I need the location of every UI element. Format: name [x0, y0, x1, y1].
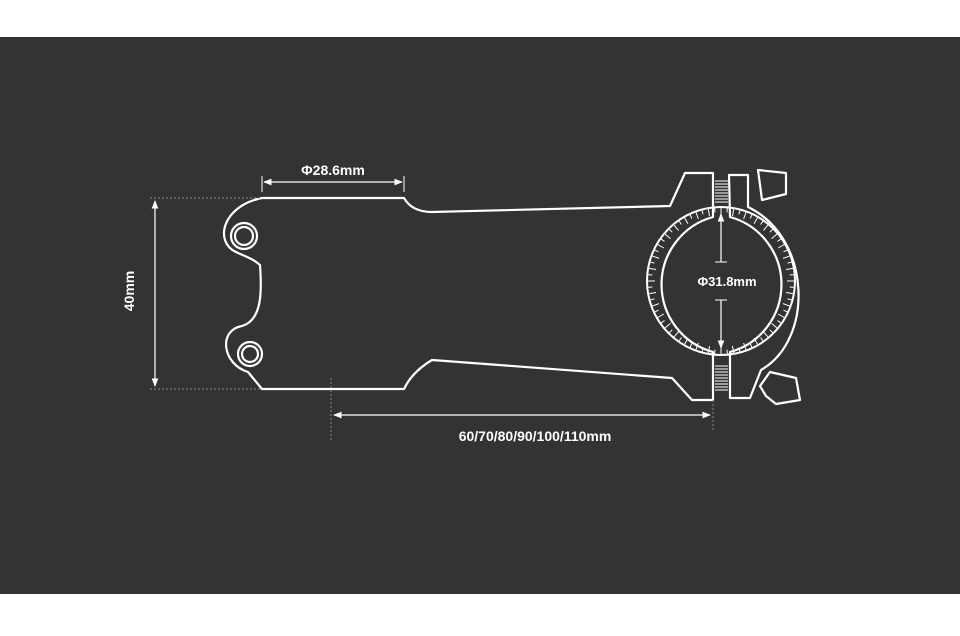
- bore-tick: [701, 347, 704, 353]
- bore-tick: [787, 298, 793, 301]
- upper-steerer-bolt-outer: [229, 221, 259, 251]
- bore-tick: [777, 243, 786, 249]
- upper-bolt-head: [756, 168, 788, 202]
- lower-steerer-bolt-inner: [240, 344, 260, 364]
- bore-tick: [760, 220, 764, 225]
- bore-tick: [683, 216, 689, 225]
- bore-tick: [668, 228, 673, 233]
- bore-tick: [749, 213, 753, 219]
- steerer-diameter-label: Φ28.6mm: [301, 162, 365, 178]
- bore-tick: [771, 323, 779, 329]
- bore-tick: [653, 309, 659, 313]
- bore-tick: [753, 337, 759, 346]
- bore-tick: [760, 337, 764, 342]
- bore-tick: [769, 228, 774, 233]
- stem-outline: [222, 168, 802, 406]
- bore-tick: [689, 343, 693, 349]
- steerer-diameter-dimension: Φ28.6mm: [261, 162, 405, 192]
- bore-tick: [678, 220, 682, 225]
- bore-tick: [783, 249, 789, 253]
- bore-tick: [777, 320, 782, 324]
- clamp-diameter-label: Φ31.8mm: [697, 274, 756, 289]
- bore-tick: [769, 329, 774, 334]
- bore-tick: [673, 223, 679, 231]
- bore-tick: [663, 233, 671, 239]
- dark-panel: [0, 37, 960, 594]
- bore-tick: [656, 243, 665, 249]
- bore-tick: [753, 216, 759, 225]
- bore-tick: [683, 337, 689, 346]
- bore-tick: [689, 213, 693, 219]
- bore-tick: [673, 331, 679, 339]
- bore-tick: [660, 238, 665, 242]
- bore-tick: [738, 209, 741, 215]
- bore-tick: [785, 267, 794, 270]
- bore-tick: [771, 233, 779, 239]
- stack-height-label: 40mm: [121, 271, 137, 311]
- bore-tick: [732, 208, 735, 217]
- bore-tick: [701, 209, 704, 215]
- bore-tick: [695, 342, 699, 351]
- bore-tick: [707, 345, 710, 354]
- bore-tick: [738, 347, 741, 353]
- bore-tick: [668, 329, 673, 334]
- bore-tick: [763, 223, 769, 231]
- bore-tick: [732, 345, 735, 354]
- bore-tick: [651, 303, 660, 307]
- stem-length-dimension: 60/70/80/90/100/110mm: [330, 378, 714, 444]
- bore-tick: [763, 331, 769, 339]
- bore-tick: [785, 292, 794, 295]
- stem-body: [222, 171, 715, 402]
- stem-length-label: 60/70/80/90/100/110mm: [459, 428, 612, 444]
- bore-tick: [782, 255, 791, 259]
- bore-tick: [648, 292, 657, 295]
- bore-tick: [782, 303, 791, 307]
- bore-tick: [787, 261, 793, 264]
- bore-tick: [648, 267, 657, 270]
- clamp-diameter-dimension: Φ31.8mm: [697, 213, 757, 349]
- bore-tick: [695, 211, 699, 220]
- bore-tick: [743, 342, 747, 351]
- bore-tick: [777, 238, 782, 242]
- bore-tick: [649, 298, 655, 301]
- bore-tick: [660, 320, 665, 324]
- bore-tick: [783, 309, 789, 313]
- bottom-white-band: [0, 594, 960, 636]
- bore-tick: [651, 255, 660, 259]
- bore-tick: [707, 208, 710, 217]
- lower-bolt-head: [758, 370, 802, 406]
- bore-tick: [777, 313, 786, 319]
- clamp-threads: [715, 180, 728, 391]
- bore-tick: [649, 261, 655, 264]
- bore-tick: [749, 343, 753, 349]
- stack-height-dimension: 40mm: [121, 197, 262, 390]
- top-white-band: [0, 0, 960, 37]
- bore-tick: [653, 249, 659, 253]
- bore-tick: [743, 211, 747, 220]
- upper-steerer-bolt-inner: [233, 225, 255, 247]
- lower-steerer-bolt-outer: [236, 340, 264, 368]
- bore-tick-marks: [647, 207, 795, 355]
- bore-tick: [663, 323, 671, 329]
- bore-tick: [656, 313, 665, 319]
- bore-tick: [678, 337, 682, 342]
